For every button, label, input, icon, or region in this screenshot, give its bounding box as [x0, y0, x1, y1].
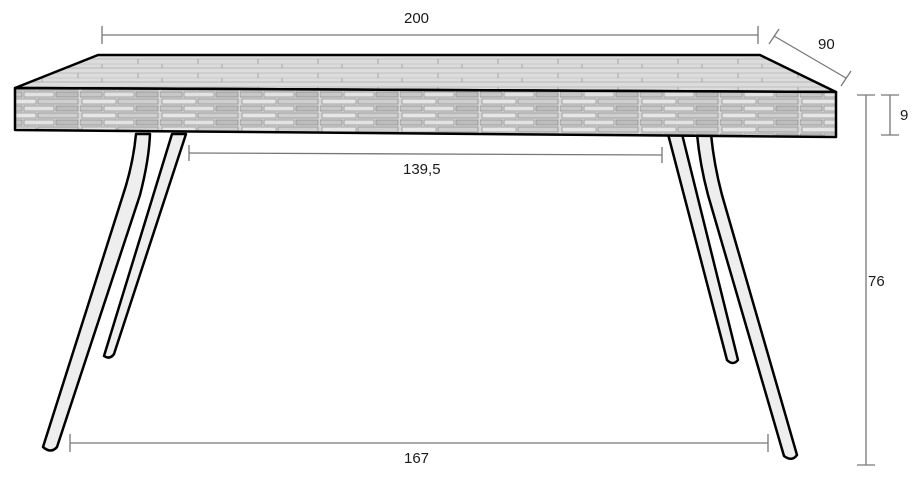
tabletop	[13, 53, 838, 139]
tabletop-surface	[13, 53, 838, 94]
back-leg-right	[666, 132, 740, 365]
dimension-length-label: 200	[404, 10, 430, 27]
back-leg-left	[102, 132, 188, 359]
dimension-floor-leg-span-label: 167	[404, 450, 430, 467]
front-leg-right	[695, 132, 799, 460]
dimension-height-label: 76	[868, 273, 885, 290]
dimension-inner-leg-span-label: 139,5	[403, 161, 441, 178]
dimension-top-thickness-label: 9	[900, 107, 909, 124]
tabletop-edge	[13, 86, 838, 139]
back-legs	[102, 132, 740, 365]
front-leg-left	[41, 132, 152, 452]
dimension-lines	[69, 26, 899, 466]
front-legs	[41, 132, 799, 460]
dimension-depth-label: 90	[818, 36, 835, 53]
